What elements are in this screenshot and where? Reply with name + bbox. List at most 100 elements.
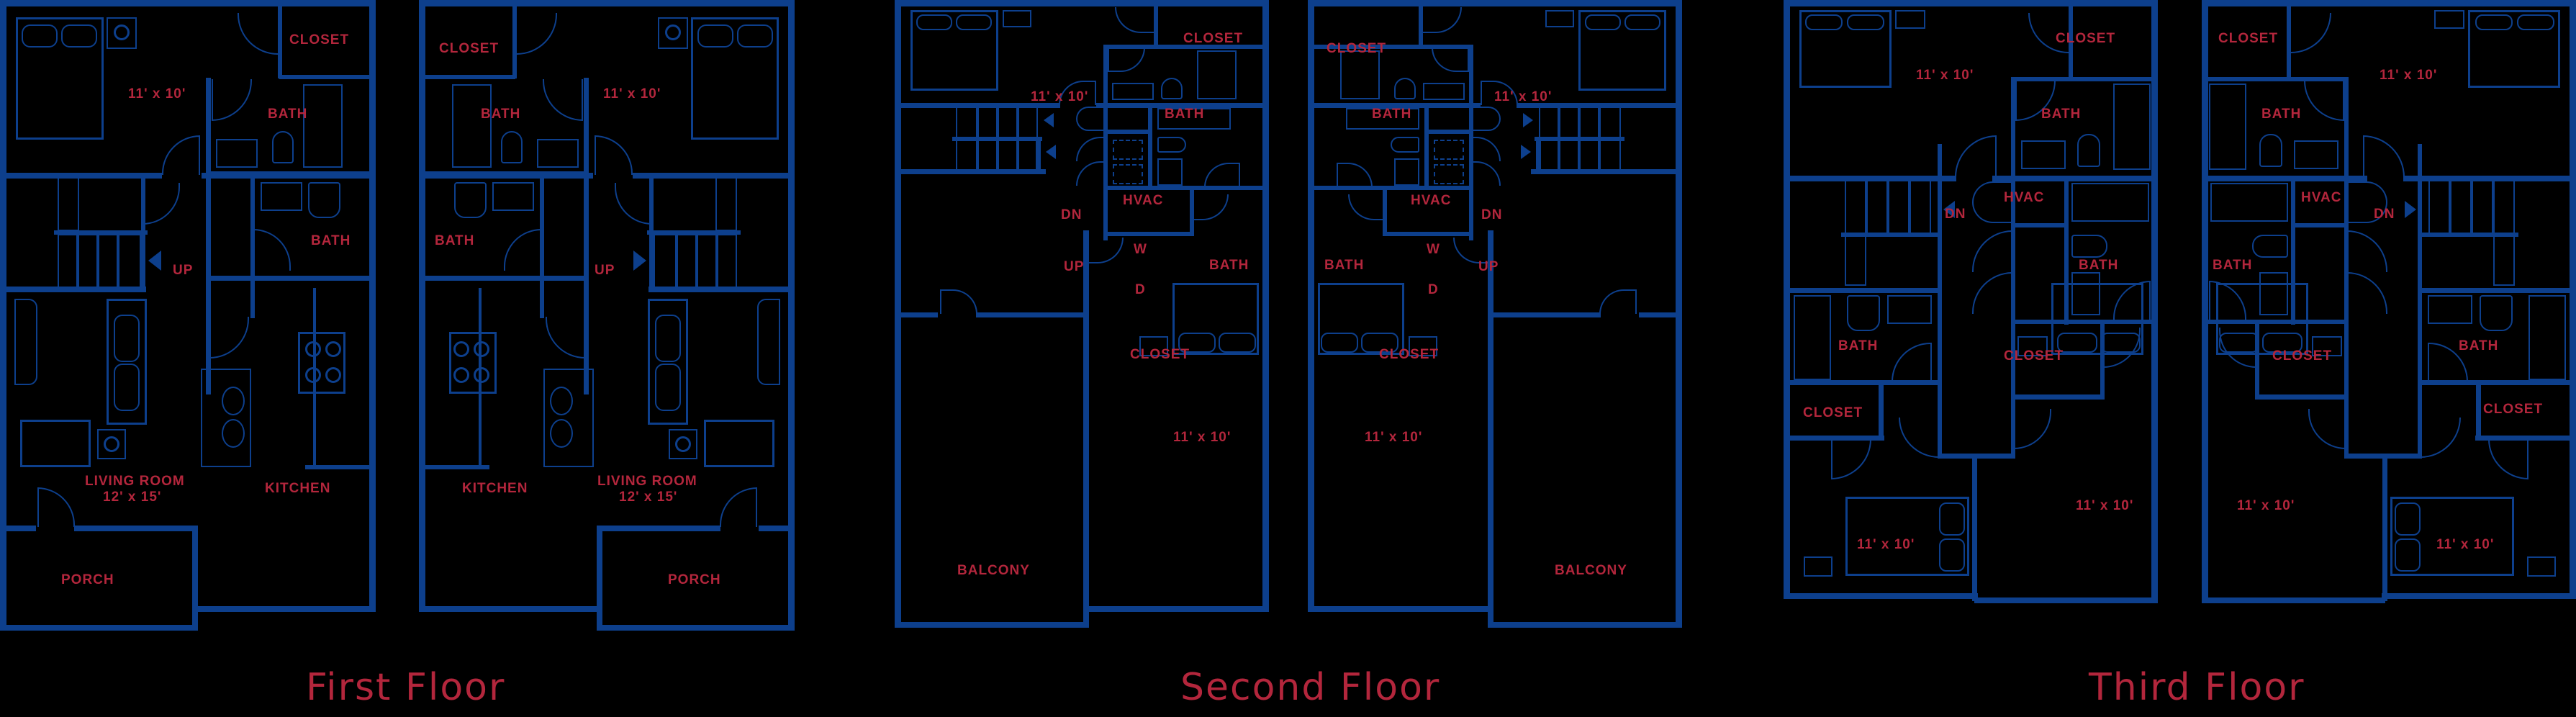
stove — [298, 332, 345, 394]
tub — [452, 84, 492, 168]
stair-tread — [1559, 140, 1579, 171]
dryer — [1113, 164, 1143, 184]
bedroom-size-label: 11' x 10' — [2076, 498, 2134, 513]
wall — [0, 526, 36, 531]
stair-tread — [956, 140, 977, 171]
arrow-left-icon — [148, 251, 161, 271]
door-swing — [720, 487, 757, 527]
wall — [1308, 0, 1682, 6]
wall — [952, 137, 1042, 141]
wall — [1938, 144, 1942, 459]
wall — [2012, 77, 2156, 81]
stair-tread — [1599, 107, 1621, 138]
door-swing — [143, 183, 180, 225]
bath-label: BATH — [268, 107, 308, 122]
arrow-right-icon — [633, 251, 646, 271]
wall — [2100, 323, 2105, 400]
toilet — [2259, 134, 2282, 167]
vanity — [537, 139, 579, 168]
balcony-label: BALCONY — [957, 563, 1030, 578]
hvac-label: HVAC — [2301, 190, 2342, 205]
bath-label: BATH — [2213, 258, 2253, 273]
wall — [759, 526, 795, 531]
washer-label: W — [1134, 242, 1147, 257]
vanity — [2294, 140, 2338, 169]
wall — [202, 173, 374, 179]
stair-tread — [1888, 180, 1910, 234]
hvac-label: HVAC — [1411, 193, 1452, 208]
wall — [419, 0, 795, 6]
stair-tread — [1018, 140, 1038, 171]
pillow — [916, 14, 952, 30]
wall — [895, 0, 1269, 6]
stove — [449, 332, 497, 394]
wall — [1992, 176, 2156, 181]
third-floor-unit-b — [2200, 0, 2576, 633]
nightstand — [2434, 10, 2464, 29]
tub — [2071, 183, 2149, 222]
closet-label: CLOSET — [2218, 31, 2279, 46]
wall — [2011, 320, 2155, 324]
bed — [1172, 283, 1259, 355]
tub — [2209, 84, 2246, 170]
bedroom-size-label: 11' x 10' — [1916, 68, 1974, 83]
vanity — [2071, 272, 2100, 315]
bedroom-size-label: 11' x 10' — [1494, 89, 1553, 104]
stair-tread — [998, 140, 1018, 171]
wall — [206, 78, 211, 394]
wall — [1148, 104, 1152, 189]
bath-label: BATH — [481, 107, 521, 122]
toilet — [2252, 235, 2288, 258]
pillow — [1939, 502, 1965, 536]
cushion — [655, 364, 681, 411]
wall — [305, 465, 373, 469]
wall — [1938, 454, 2015, 459]
floor-title-third: Third Floor — [2089, 666, 2305, 709]
pillow — [1178, 333, 1216, 353]
cushion — [114, 364, 140, 411]
wall — [250, 176, 255, 318]
vanity — [1394, 158, 1419, 186]
door-swing — [37, 487, 75, 527]
arrow-left-icon — [1943, 201, 1955, 218]
wall — [1103, 130, 1150, 134]
door-swing — [2363, 135, 2405, 177]
pillow — [737, 24, 773, 48]
tub — [2528, 295, 2566, 380]
door-swing — [2308, 409, 2346, 449]
wall — [2011, 400, 2015, 459]
door-swing — [212, 79, 252, 121]
stairs-down-label: DN — [1481, 207, 1503, 222]
wall — [1424, 104, 1429, 189]
stair-tread — [2428, 180, 2450, 234]
nightstand — [1895, 10, 1925, 29]
wall — [2011, 223, 2069, 227]
door-swing — [1423, 7, 1462, 33]
wall — [1427, 130, 1473, 134]
door-swing — [546, 317, 585, 358]
wall — [1103, 232, 1194, 236]
door-swing — [1831, 439, 1871, 479]
bedroom-size-label: 11' x 10' — [2237, 498, 2295, 513]
door-swing — [517, 13, 557, 55]
washer-label: W — [1427, 242, 1440, 257]
arrow-right-icon — [1521, 145, 1531, 159]
stair-tread — [1845, 235, 1866, 286]
wall — [2011, 77, 2015, 401]
wall — [1103, 189, 1108, 240]
bed — [16, 17, 104, 140]
door-swing — [238, 13, 278, 55]
toilet — [2077, 134, 2100, 167]
cushion — [114, 315, 140, 362]
stairs-up-label: UP — [173, 263, 194, 278]
stair-tread — [977, 140, 998, 171]
burner-icon — [474, 341, 489, 357]
stair-tread — [1579, 140, 1599, 171]
wall — [420, 171, 586, 176]
stair-tread — [118, 234, 141, 288]
door-swing — [940, 289, 977, 314]
sink — [550, 387, 573, 415]
stair-tread — [1539, 140, 1559, 171]
closet-label: CLOSET — [2272, 348, 2333, 364]
bed — [1845, 497, 1969, 576]
